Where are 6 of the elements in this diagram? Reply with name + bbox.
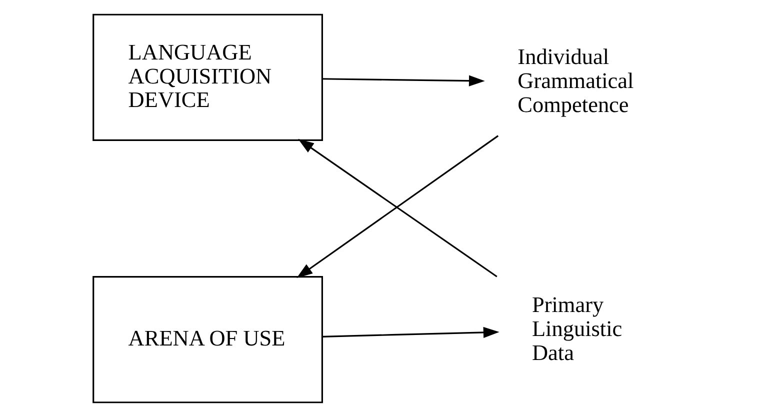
arrow: [322, 326, 499, 338]
node-text: Primary Linguistic Data: [531, 292, 622, 365]
arrow: [322, 75, 484, 86]
node-text: Individual Grammatical Competence: [517, 44, 634, 117]
node-box: LANGUAGE ACQUISITION DEVICE: [92, 14, 322, 141]
node-box: ARENA OF USE: [92, 276, 322, 404]
